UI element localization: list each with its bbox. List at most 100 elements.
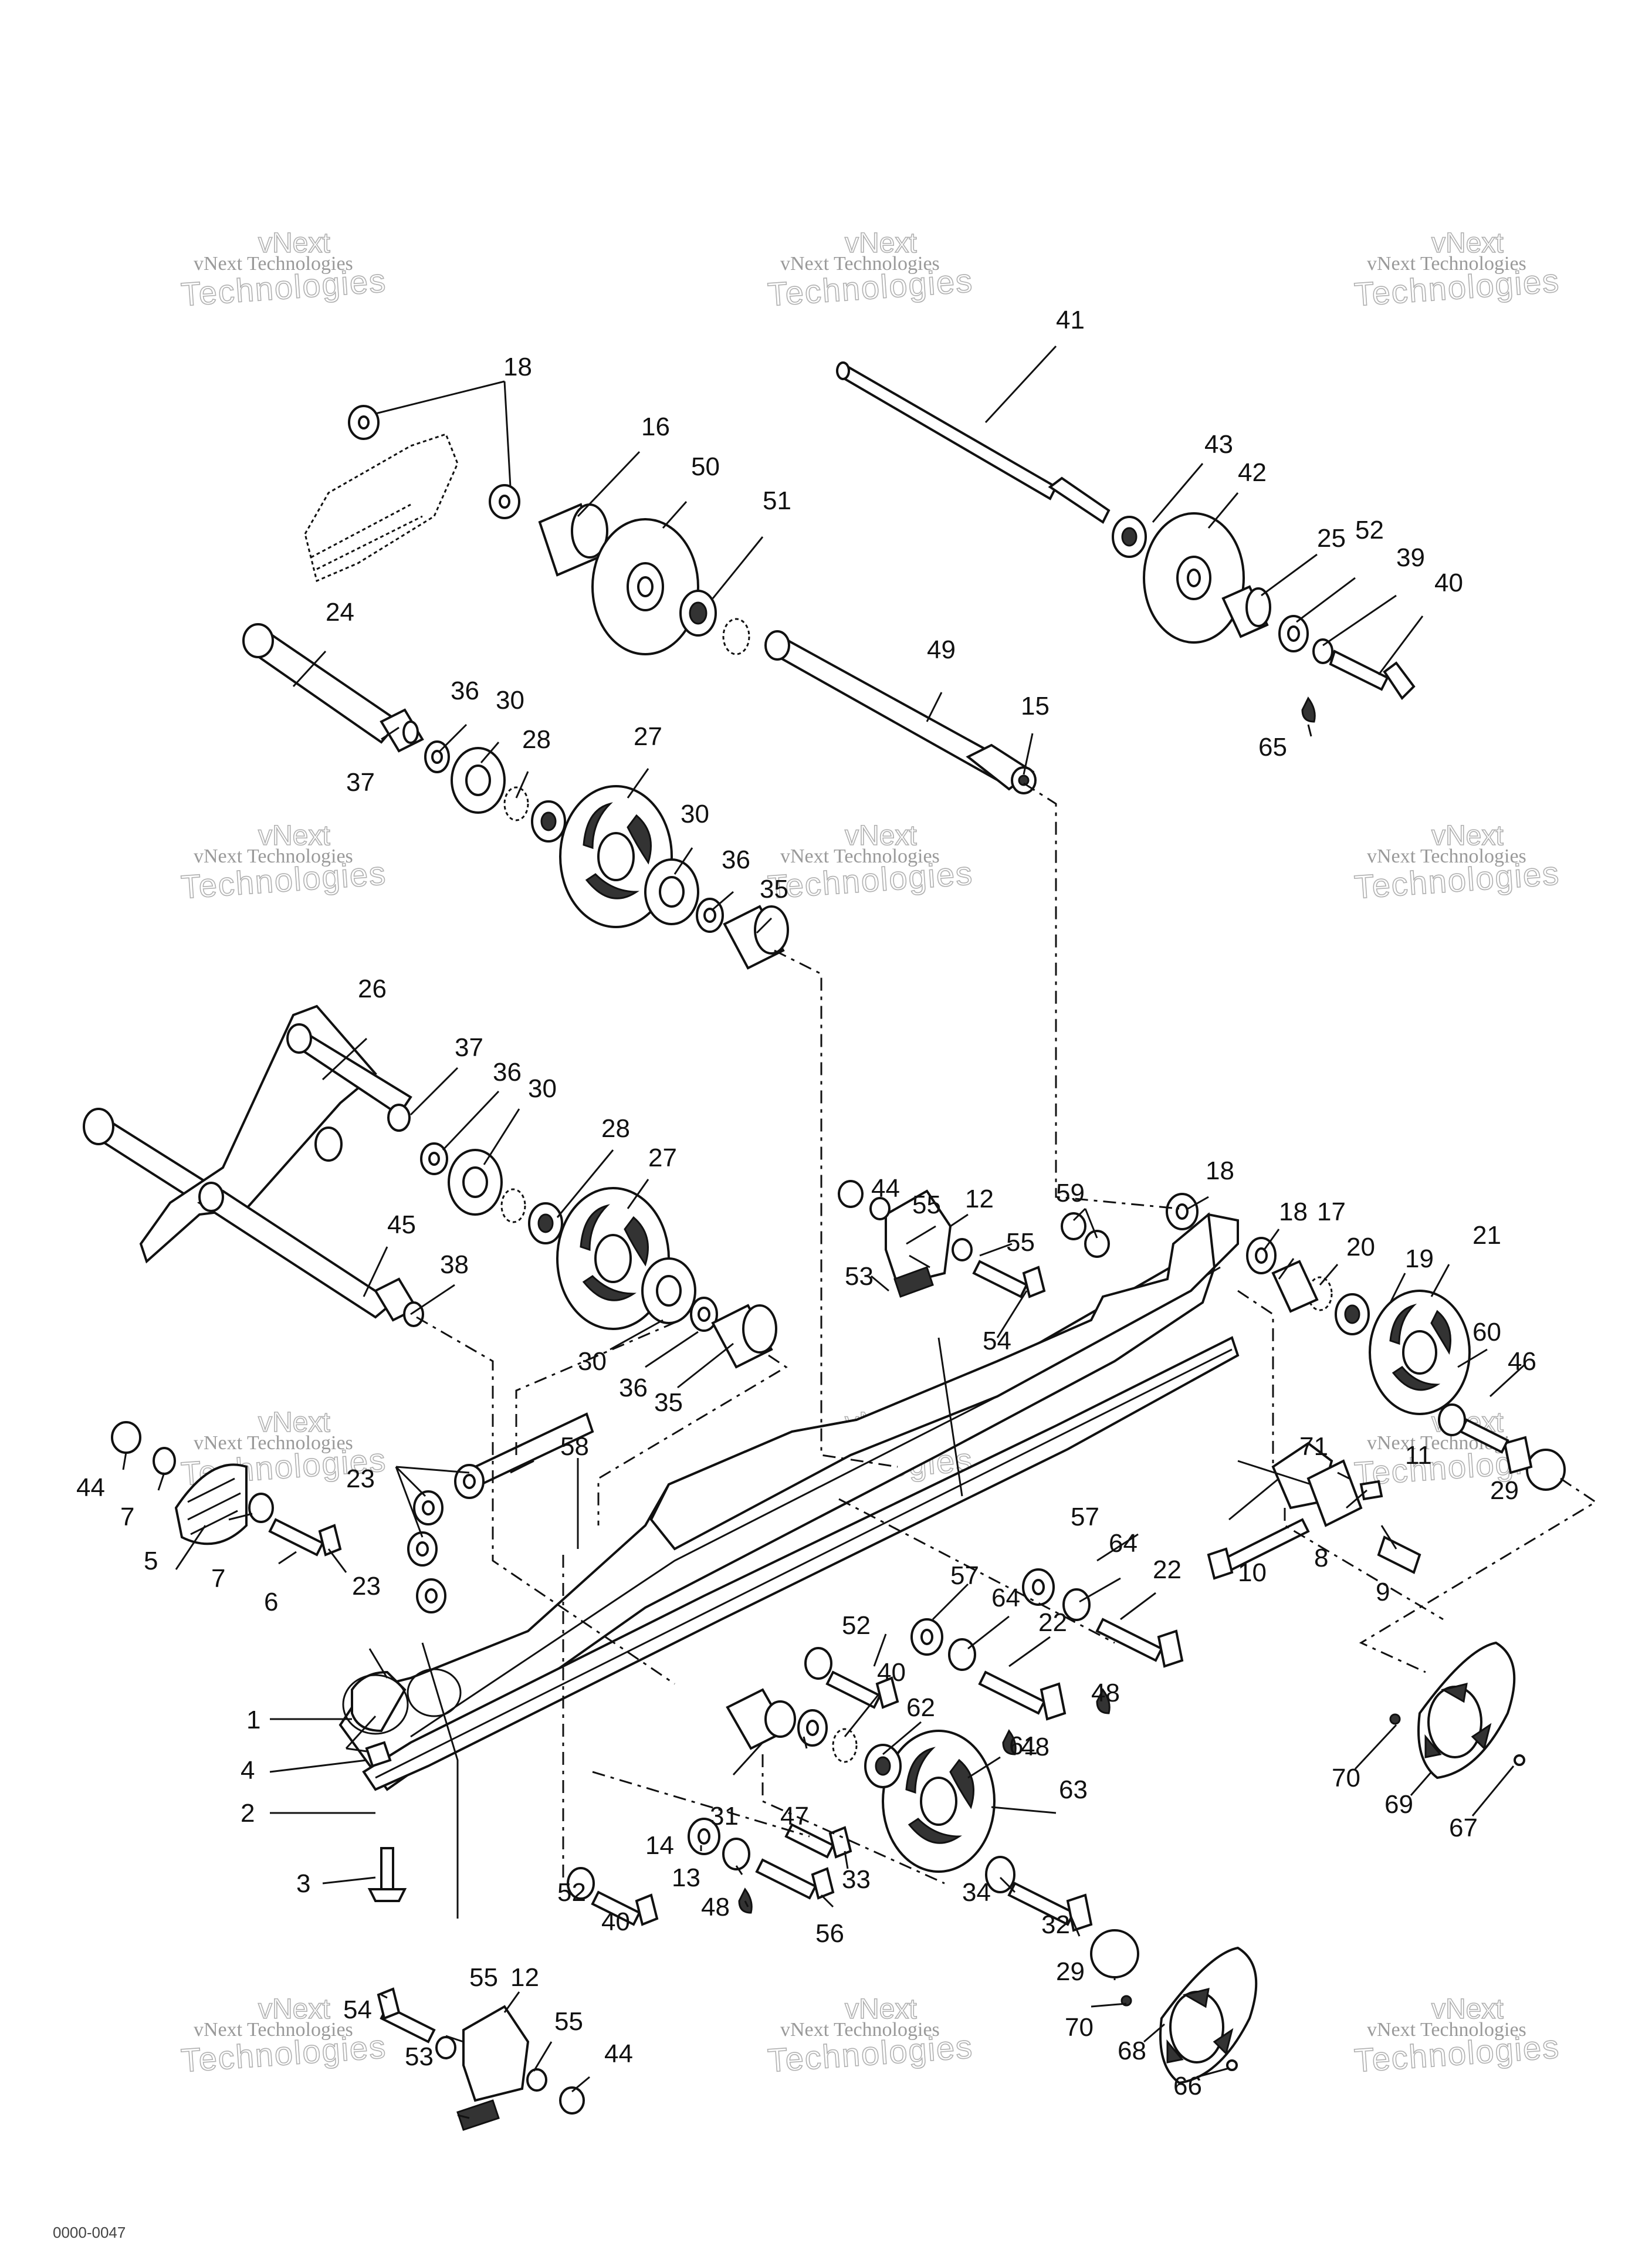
callout-38: 38 bbox=[440, 1250, 469, 1279]
callout-70b: 70 bbox=[1065, 2013, 1094, 2042]
watermark-text: vNext Technologies bbox=[1367, 845, 1526, 867]
callout-53: 53 bbox=[845, 1262, 874, 1291]
callout-43: 43 bbox=[1204, 430, 1233, 459]
callout-27: 27 bbox=[634, 722, 662, 751]
pivot-arm-assembly bbox=[83, 1004, 777, 1369]
callout-14: 14 bbox=[645, 1831, 674, 1860]
callout-36b: 36 bbox=[722, 845, 750, 874]
watermark-text: vNext Technologies bbox=[780, 2019, 940, 2041]
callout-69: 69 bbox=[1384, 1790, 1413, 1819]
callout-30: 30 bbox=[496, 686, 524, 715]
callout-52c: 52 bbox=[557, 1878, 586, 1907]
watermark-text: vNext Technologies bbox=[194, 253, 353, 275]
callout-21: 21 bbox=[1472, 1221, 1501, 1250]
callout-37b: 37 bbox=[455, 1033, 483, 1062]
callout-10: 10 bbox=[1238, 1558, 1267, 1587]
callout-22: 22 bbox=[1153, 1555, 1182, 1584]
callout-54: 54 bbox=[983, 1327, 1011, 1355]
callout-23b: 23 bbox=[352, 1572, 381, 1601]
callout-1: 1 bbox=[246, 1706, 260, 1734]
callout-51: 51 bbox=[763, 486, 791, 515]
callout-20: 20 bbox=[1346, 1233, 1375, 1261]
callout-40: 40 bbox=[1434, 569, 1463, 597]
callout-36c: 36 bbox=[493, 1058, 522, 1087]
callout-39: 39 bbox=[1396, 543, 1425, 572]
callout-56: 56 bbox=[815, 1919, 844, 1948]
callout-53b: 53 bbox=[405, 2042, 434, 2071]
leader-lines bbox=[122, 345, 1526, 2119]
watermark-text: vNext Technologies bbox=[194, 1432, 353, 1454]
callout-4: 4 bbox=[241, 1756, 255, 1785]
callout-52b: 52 bbox=[842, 1611, 871, 1640]
callout-30b: 30 bbox=[681, 800, 709, 828]
callout-42: 42 bbox=[1238, 458, 1267, 487]
callout-29b: 29 bbox=[1056, 1957, 1085, 1986]
callout-46: 46 bbox=[1508, 1347, 1536, 1376]
callout-18b: 18 bbox=[1206, 1156, 1234, 1185]
callout-48: 48 bbox=[1091, 1679, 1120, 1707]
watermark-text: vNext Technologies bbox=[194, 845, 353, 867]
upper-right-assembly bbox=[764, 361, 1416, 794]
callout-65: 65 bbox=[1258, 733, 1287, 762]
callout-61: 61 bbox=[1009, 1731, 1038, 1760]
watermark-text: vNext Technologies bbox=[1367, 253, 1526, 275]
callout-3: 3 bbox=[296, 1869, 310, 1898]
callout-12b: 12 bbox=[510, 1963, 539, 1992]
callout-44b: 44 bbox=[871, 1174, 900, 1203]
callout-44c: 44 bbox=[604, 2039, 633, 2068]
callout-40b: 40 bbox=[877, 1658, 906, 1687]
callout-66: 66 bbox=[1173, 2072, 1202, 2100]
callout-55: 55 bbox=[912, 1190, 941, 1219]
watermark-brand: vNext bbox=[845, 1994, 917, 2025]
callout-67: 67 bbox=[1449, 1814, 1478, 1842]
callout-55b: 55 bbox=[1006, 1228, 1035, 1257]
callout-45: 45 bbox=[387, 1210, 416, 1239]
callout-19: 19 bbox=[1405, 1244, 1434, 1273]
callout-36d: 36 bbox=[619, 1374, 648, 1402]
callout-68: 68 bbox=[1118, 2037, 1146, 2065]
callout-48b: 48 bbox=[1021, 1733, 1050, 1761]
callout-9: 9 bbox=[1376, 1578, 1390, 1606]
watermark-brand: vNext bbox=[258, 820, 330, 851]
callout-52: 52 bbox=[1355, 516, 1384, 544]
callout-13: 13 bbox=[672, 1863, 700, 1892]
callout-64: 64 bbox=[1109, 1529, 1138, 1558]
callout-44: 44 bbox=[76, 1473, 105, 1502]
callout-25: 25 bbox=[1317, 524, 1346, 553]
watermark-brand: vNext bbox=[1431, 820, 1504, 851]
callout-63: 63 bbox=[1059, 1775, 1088, 1804]
watermark-text: vNext Technologies bbox=[780, 845, 940, 867]
callout-32: 32 bbox=[1041, 1910, 1070, 1939]
callout-57b: 57 bbox=[950, 1561, 979, 1590]
callout-12: 12 bbox=[965, 1185, 994, 1213]
watermark-brand: vNext bbox=[258, 1407, 330, 1438]
callout-55c: 55 bbox=[469, 1963, 498, 1992]
callout-28: 28 bbox=[522, 725, 551, 754]
callout-71: 71 bbox=[1299, 1432, 1328, 1461]
watermark-brand: vNext bbox=[1431, 228, 1504, 259]
callout-35: 35 bbox=[760, 875, 788, 904]
figure-code: 0000-0047 bbox=[53, 2224, 126, 2241]
callout-26: 26 bbox=[358, 975, 387, 1003]
callout-62: 62 bbox=[906, 1693, 935, 1722]
callout-24: 24 bbox=[326, 598, 354, 627]
callout-31: 31 bbox=[710, 1802, 739, 1831]
callout-30d: 30 bbox=[578, 1347, 607, 1376]
callout-labels: 18 16 50 51 41 43 42 25 52 39 40 65 49 1… bbox=[76, 306, 1536, 2100]
callout-57: 57 bbox=[1071, 1503, 1099, 1531]
callout-15: 15 bbox=[1021, 692, 1050, 720]
callout-48c: 48 bbox=[701, 1893, 730, 1922]
watermark-brand: vNext bbox=[258, 228, 330, 259]
upper-left-assembly bbox=[242, 405, 789, 970]
watermark-brand: vNext bbox=[845, 820, 917, 851]
callout-8: 8 bbox=[1314, 1544, 1328, 1572]
callout-17: 17 bbox=[1317, 1197, 1346, 1226]
callout-35b: 35 bbox=[654, 1388, 683, 1417]
